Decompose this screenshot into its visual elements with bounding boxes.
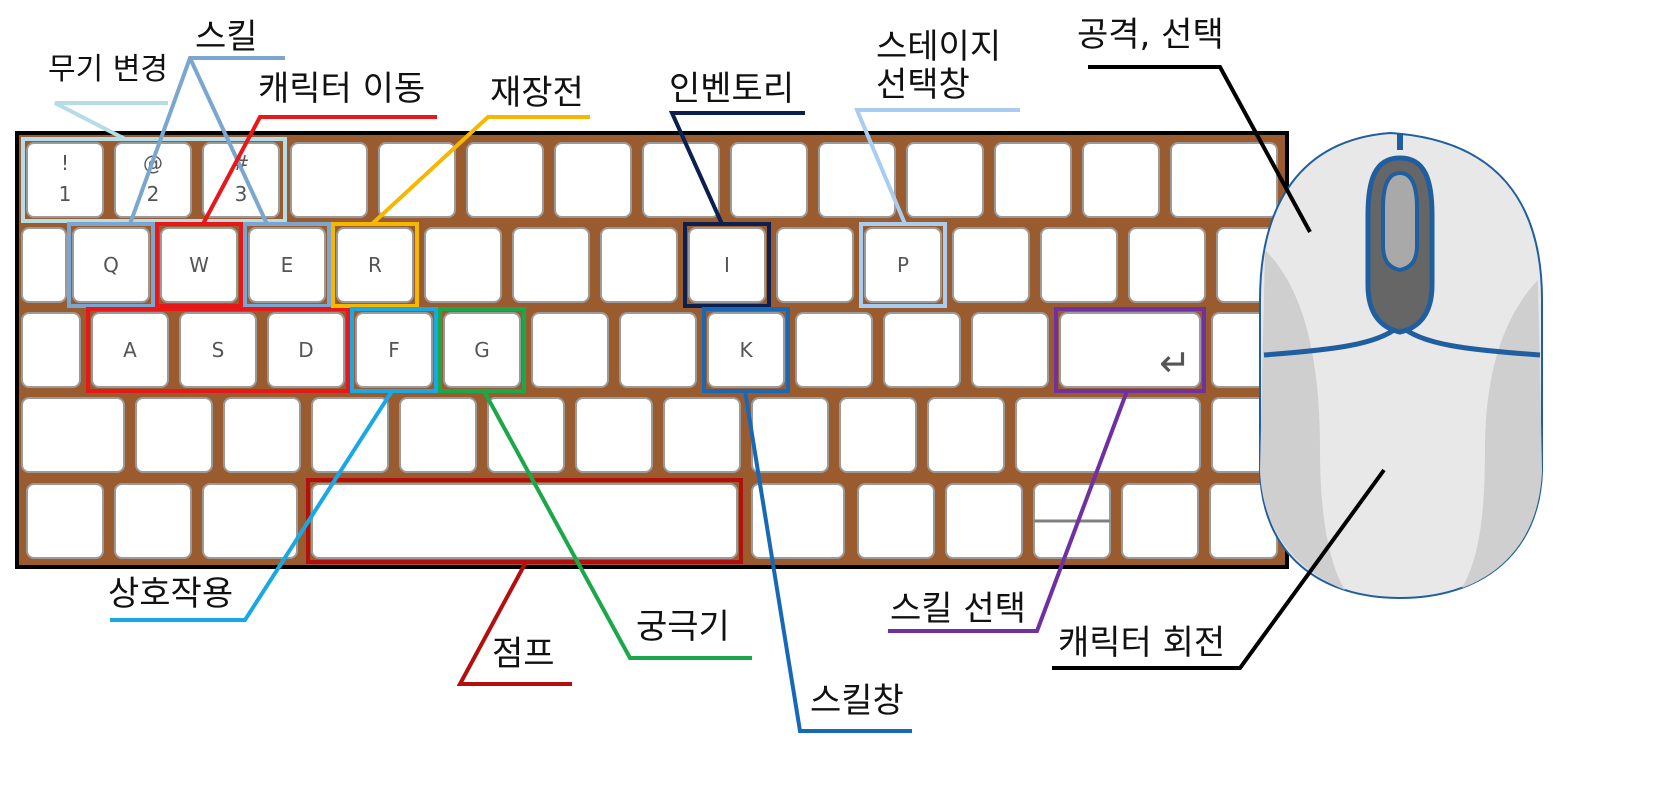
key-e: E [281, 253, 294, 277]
key-k: K [739, 338, 753, 362]
leader-weapon-change [54, 101, 168, 141]
label-skill: 스킬 [195, 17, 258, 57]
box-enter-key [1054, 307, 1206, 393]
label-stage-select-line1: 스테이지 [876, 27, 1002, 67]
key-d: D [298, 338, 313, 362]
key-1-bottom: 1 [59, 182, 72, 206]
label-skill-select: 스킬 선택 [890, 589, 1026, 629]
label-character-move: 캐릭터 이동 [258, 69, 426, 109]
label-character-rotate: 캐릭터 회전 [1058, 623, 1226, 663]
scroll-wheel [1381, 170, 1419, 273]
key-r: R [368, 253, 382, 277]
mouse-right-side [1462, 280, 1542, 588]
leader-inventory [668, 111, 805, 225]
label-reload: 재장전 [490, 73, 584, 113]
key-p: P [897, 253, 909, 277]
box-key-f [350, 307, 438, 393]
box-key-w [155, 222, 243, 308]
box-key-g [438, 307, 526, 393]
highlight-boxes [21, 137, 1206, 564]
leader-attack-select [1088, 65, 1312, 233]
leader-lines [54, 56, 1386, 733]
leader-skill-e [188, 57, 269, 225]
key-1-top: ! [61, 151, 69, 175]
leader-jump [456, 561, 572, 686]
box-key-q [67, 222, 155, 308]
mouse-body [1259, 131, 1543, 600]
key-3-bottom: 3 [235, 182, 248, 206]
box-key-e [243, 222, 331, 308]
key-w: W [189, 253, 209, 277]
box-key-i [683, 222, 771, 308]
leader-reload [370, 115, 590, 226]
leader-skill-select [888, 390, 1129, 633]
box-keys-asd [86, 307, 350, 393]
key-f: F [388, 338, 400, 362]
key-g: G [474, 338, 490, 362]
leader-character-move [201, 115, 437, 225]
label-stage-select-line2: 선택창 [876, 65, 970, 105]
mouse-left-side [1260, 250, 1345, 590]
key-2-bottom: 2 [147, 182, 160, 206]
leader-stage-select [853, 108, 1020, 225]
label-jump: 점프 [492, 634, 555, 674]
key-s: S [212, 338, 225, 362]
keyboard-keys [21, 142, 1278, 559]
leader-character-rotate [1052, 468, 1386, 670]
label-ultimate: 궁극기 [636, 607, 730, 647]
mouse [1259, 131, 1543, 600]
key-a: A [123, 338, 137, 362]
key-i: I [724, 253, 730, 277]
leader-ultimate [482, 390, 752, 660]
label-weapon-change: 무기 변경 [48, 52, 168, 87]
key-q: Q [103, 253, 119, 277]
label-interact: 상호작용 [108, 574, 234, 614]
enter-arrow-icon: ↵ [1159, 341, 1191, 385]
label-attack-select: 공격, 선택 [1077, 15, 1224, 55]
label-skill-window: 스킬창 [810, 681, 904, 721]
box-key-r [331, 222, 419, 308]
leader-interact [110, 389, 394, 622]
leader-skill-window [743, 390, 912, 733]
box-number-keys [21, 137, 287, 223]
label-inventory: 인벤토리 [669, 69, 795, 109]
